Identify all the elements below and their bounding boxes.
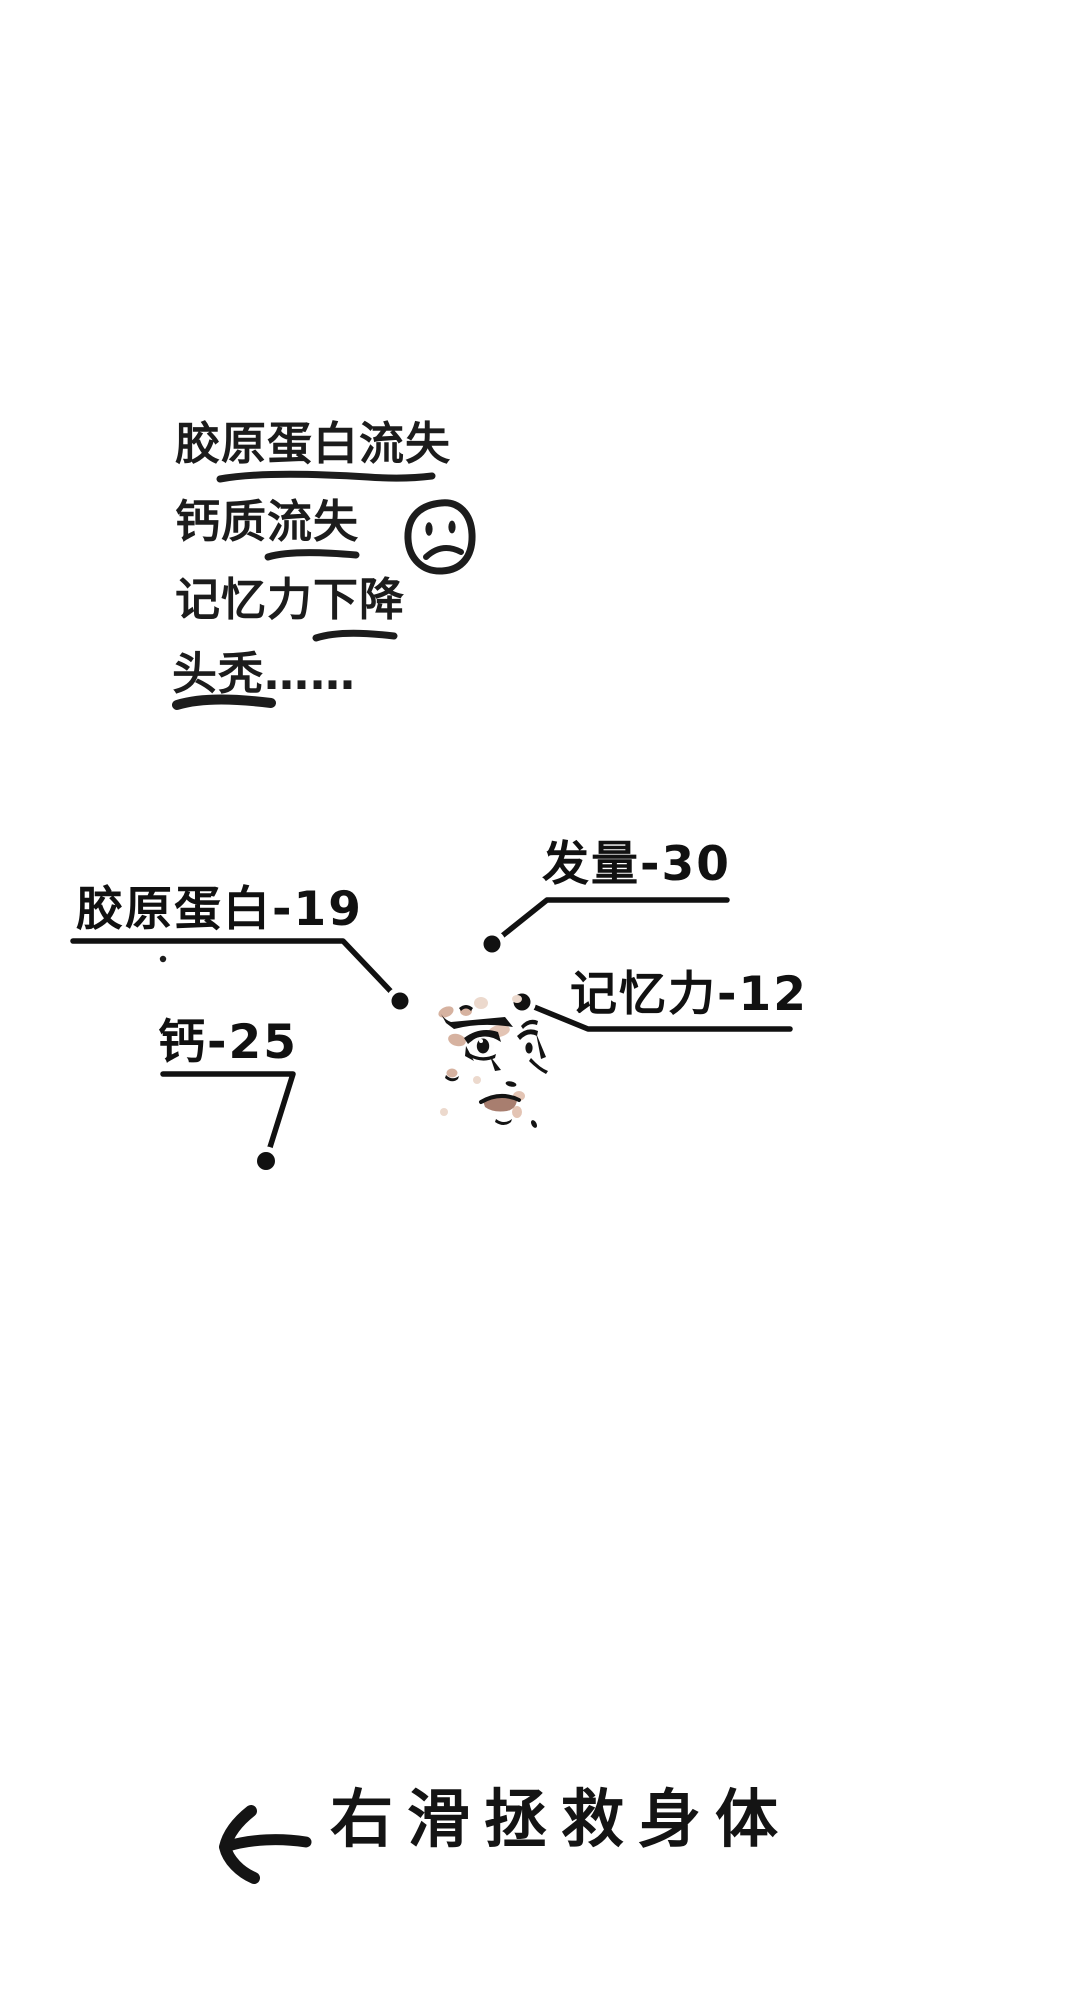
symptom-item: 胶原蛋白流失 [175, 417, 452, 470]
callout-label-memory: 记忆力-12 [570, 967, 808, 1022]
face-ink-details [441, 1005, 548, 1128]
symptom-item: 头秃…… [172, 647, 357, 700]
sad-face-outline [404, 499, 476, 575]
leader-line-hair [489, 897, 730, 947]
callout-label-calcium: 钙-25 [158, 1015, 298, 1070]
fragmented-face-illustration [438, 995, 548, 1128]
left-arrow-icon [219, 1805, 312, 1884]
callout-label-hair: 发量-30 [542, 837, 731, 892]
sad-face-mouth [423, 545, 464, 560]
sad-face-eye [425, 522, 433, 536]
underline-stroke [216, 470, 436, 483]
leader-line-calcium [160, 1071, 296, 1163]
leader-dot-hair [483, 935, 501, 953]
lips [479, 1094, 521, 1112]
underline-stroke [172, 694, 276, 710]
callout-leaders [65, 892, 798, 1176]
skin-patches [438, 995, 525, 1118]
sad-face-eye [448, 520, 456, 534]
callout-label-collagen: 胶原蛋白-19 [76, 882, 363, 937]
symptom-underlines [172, 470, 436, 710]
symptom-item: 钙质流失 [175, 495, 360, 548]
leader-line-collagen [70, 938, 403, 1004]
symptom-item: 记忆力下降 [175, 573, 406, 626]
leader-line-memory [519, 999, 793, 1032]
leader-dot-calcium [257, 1152, 275, 1170]
leader-dot-collagen [391, 992, 409, 1010]
sad-face-icon [404, 499, 476, 575]
ink-speck [159, 955, 167, 963]
swipe-hint-label: 右滑拯救身体 [330, 1783, 792, 1856]
underline-stroke [264, 549, 360, 561]
underline-stroke [312, 629, 398, 642]
